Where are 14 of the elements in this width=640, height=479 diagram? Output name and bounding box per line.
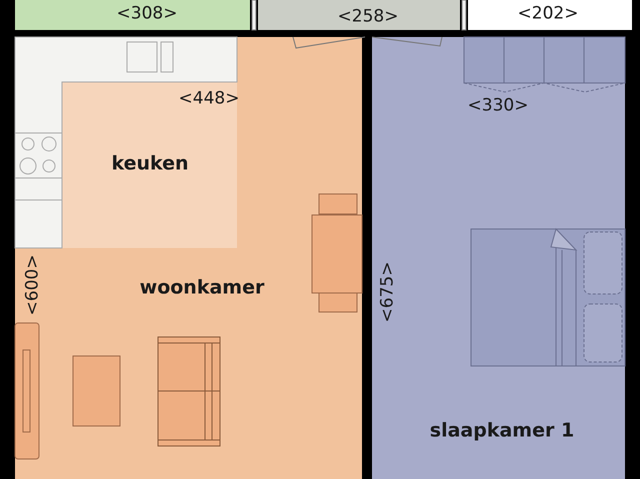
dimension-label: <258> bbox=[338, 8, 398, 26]
dimension-label: <308> bbox=[116, 6, 178, 22]
room-label: keuken bbox=[111, 154, 189, 174]
kitchen-area bbox=[62, 82, 237, 248]
dimension-label: <448> bbox=[178, 90, 240, 108]
dimension-label: <330> bbox=[468, 98, 528, 114]
room-label: woonkamer bbox=[140, 278, 264, 298]
dimension-label: <202> bbox=[518, 6, 578, 22]
dimension-label: <600> bbox=[24, 254, 42, 316]
room-area bbox=[15, 0, 250, 30]
room-area bbox=[258, 0, 460, 30]
room-label: slaapkamer 1 bbox=[430, 422, 574, 440]
dimension-label: <675> bbox=[380, 262, 396, 322]
room-area bbox=[468, 0, 632, 30]
